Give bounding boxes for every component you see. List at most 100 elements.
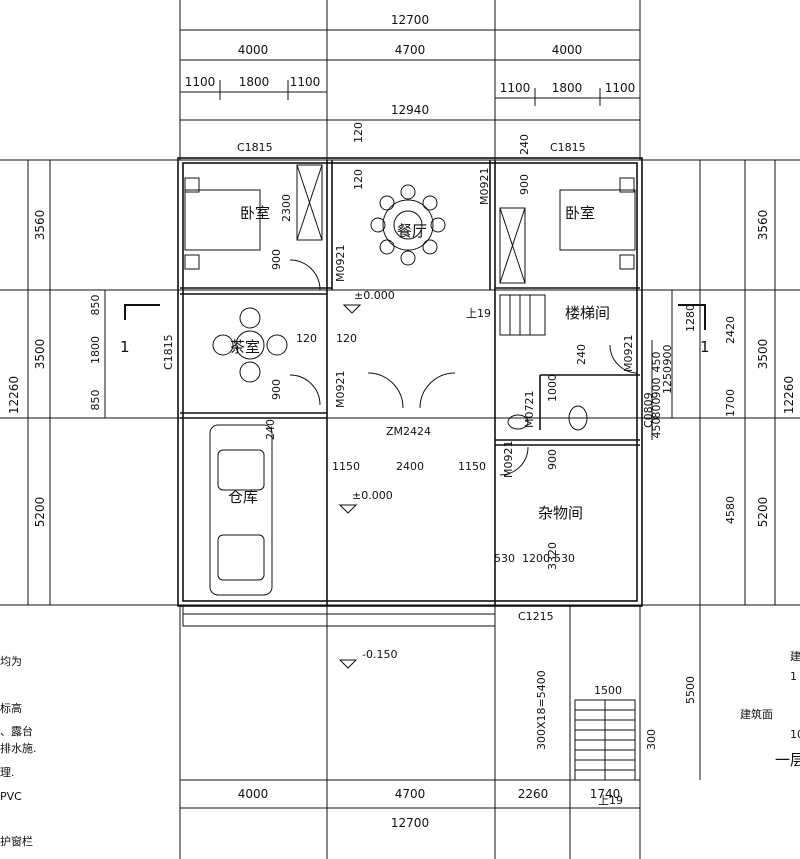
dim-120a: 120 [352,122,365,143]
top-seg-left: 4000 [238,43,269,57]
top-sub-l2: 1800 [239,75,270,89]
dim-1150b: 1150 [458,460,486,473]
level-0-a: ±0.000 [354,289,395,302]
right-inner-4: 4580 [724,496,737,524]
room-bedroom-left: 卧室 [240,204,270,222]
note-1: 均为 [0,655,22,668]
note-r1: 建 [790,649,800,663]
right-seg-2: 3500 [756,339,770,370]
note-r3: 建筑面 [740,707,773,721]
right-overall-dim: 12260 [782,376,796,414]
note-3: 、露台 [0,724,33,738]
right-sm-3: 450 [650,352,663,373]
top-seg-right: 4000 [552,43,583,57]
level-0-b: ±0.000 [352,489,393,502]
top-wall-total: 12940 [391,103,429,117]
door-m0921-d: M0921 [622,335,635,373]
door-m0921-c: M0921 [478,168,491,206]
stair-calc: 300X18=5400 [535,670,548,750]
dim-900a: 900 [270,249,283,270]
room-stairwell: 楼梯间 [565,304,610,322]
bottom-seg-3: 2260 [518,787,549,801]
left-seg-1: 3560 [33,210,47,241]
right-sm-5: 800 [650,398,663,419]
left-win-3: 850 [89,390,102,411]
dim-240b: 240 [264,419,277,440]
bottom-seg-left: 4000 [238,787,269,801]
room-tea: 茶室 [230,338,260,356]
top-sub-r2: 1800 [552,81,583,95]
dim-120b: 120 [352,169,365,190]
window-c1815-top-right: C1815 [550,141,586,154]
left-overall-dim: 12260 [7,376,21,414]
dim-900b: 900 [270,379,283,400]
right-sm-1: 900 [661,345,674,366]
door-m0921-a: M0921 [334,245,347,283]
bottom-seg-4: 1740 [590,787,621,801]
right-sm-6: 450 [650,418,663,439]
room-storage: 杂物间 [538,504,583,522]
note-r5: 一层 [775,751,800,769]
window-c1815-left: C1815 [162,334,175,370]
right-sm-2: 1250 [661,366,674,394]
right-sm-4: 900 [650,378,663,399]
room-bedroom-right: 卧室 [565,204,595,222]
dim-300: 300 [645,729,658,750]
window-c1215: C1215 [518,610,554,623]
right-inner-1: 1280 [684,304,697,332]
stair-up-label-2: 上19 [598,794,623,807]
dim-2300: 2300 [280,194,293,222]
left-seg-2: 3500 [33,339,47,370]
dim-530a: 530 [494,552,515,565]
window-c0809: C0809 [642,392,655,428]
top-overall-dim: 12700 [391,13,429,27]
left-seg-3: 5200 [33,497,47,528]
top-sub-r3: 1100 [605,81,636,95]
door-m0721: M0721 [523,391,536,429]
level-minus-0150: -0.150 [362,648,397,661]
dim-120c: 120 [296,332,317,345]
note-7: 护窗栏 [0,834,33,848]
dim-530b: 530 [554,552,575,565]
dim-2400: 2400 [396,460,424,473]
bottom-seg-mid: 4700 [395,787,426,801]
dim-900c: 900 [518,174,531,195]
note-6: PVC [0,790,22,803]
note-5: 理. [0,766,15,779]
door-zm2424: ZM2424 [386,425,431,438]
dim-120d: 120 [336,332,357,345]
top-sub-l3: 1100 [290,75,321,89]
right-seg-1: 3560 [756,210,770,241]
dim-900d: 900 [546,449,559,470]
top-sub-r1: 1100 [500,81,531,95]
note-4: 排水施. [0,741,37,755]
dim-3320: 3320 [546,542,559,570]
note-r2: 1 [790,670,797,683]
section-marker-right: 1 [700,338,710,356]
dim-1000: 1000 [546,374,559,402]
dim-1150a: 1150 [332,460,360,473]
right-inner-3: 1700 [724,389,737,417]
dim-240a: 240 [518,134,531,155]
room-garage: 仓库 [228,488,258,506]
note-2: 标高 [0,701,22,715]
section-marker-left: 1 [120,338,130,356]
left-win-1: 850 [89,295,102,316]
top-sub-l1: 1100 [185,75,216,89]
door-m0921-b: M0921 [334,371,347,409]
dim-1500: 1500 [594,684,622,697]
door-m0921-e: M0921 [502,441,515,479]
room-dining: 餐厅 [397,222,427,240]
right-seg-3: 5200 [756,497,770,528]
bottom-overall-dim: 12700 [391,816,429,830]
stair-up-label: 上19 [466,307,491,320]
window-c1815-top-left: C1815 [237,141,273,154]
note-r4: 10 [790,728,800,741]
dim-240-stair: 240 [575,344,588,365]
right-inner-2: 2420 [724,316,737,344]
top-seg-mid: 4700 [395,43,426,57]
left-win-2: 1800 [89,336,102,364]
right-inner-5: 5500 [684,676,697,704]
dim-1200: 1200 [522,552,550,565]
